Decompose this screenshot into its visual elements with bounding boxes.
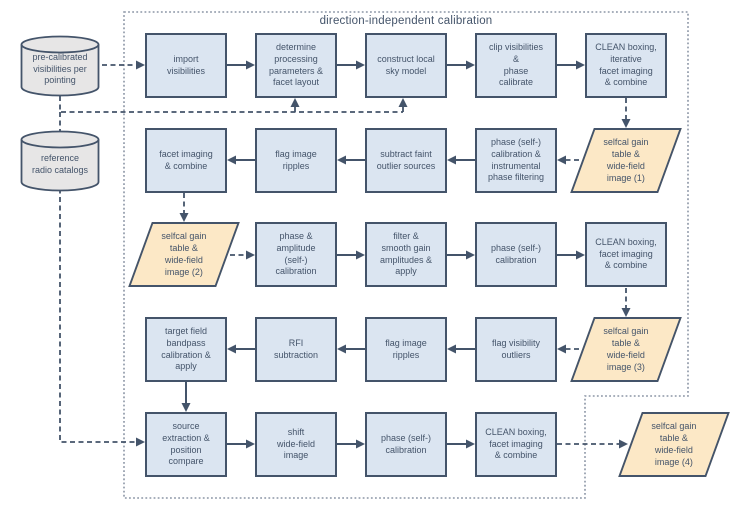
step-phase-selfcal-1: phase (self-) calibration [475, 222, 557, 287]
step-clip-phase-calibrate: clip visibilities & phase calibrate [475, 33, 557, 98]
step-label: CLEAN boxing, facet imaging & combine [485, 426, 547, 461]
datastore-label: pre-calibrated visibilities per pointing [32, 51, 88, 86]
diagram-title: direction-independent calibration [319, 15, 493, 27]
datastore-label: reference radio catalogs [31, 152, 89, 175]
step-label: clip visibilities & phase calibrate [488, 41, 543, 88]
step-filter-smooth-gains: filter & smooth gain amplitudes & apply [365, 222, 447, 287]
step-label: facet imaging & combine [159, 148, 213, 171]
step-label: flag image ripples [275, 148, 317, 171]
step-label: phase (self-) calibration [380, 432, 432, 455]
output-label: selfcal gain table & wide-field image (1… [603, 136, 649, 183]
cylinder-icon [20, 35, 100, 97]
step-rfi-subtraction: RFI subtraction [255, 317, 337, 382]
step-subtract-faint-outliers: subtract faint outlier sources [365, 128, 447, 193]
output-selfcal-image-4: selfcal gain table & wide-field image (4… [618, 412, 730, 477]
dashed-flow-arrows [59, 60, 631, 449]
step-shift-wide-field: shift wide-field image [255, 412, 337, 477]
step-label: phase (self-) calibration & instrumental… [487, 136, 545, 183]
output-selfcal-image-2: selfcal gain table & wide-field image (2… [128, 222, 240, 287]
datastore-precalibrated-visibilities: pre-calibrated visibilities per pointing [20, 35, 100, 97]
output-label: selfcal gain table & wide-field image (2… [161, 230, 207, 277]
step-import-visibilities: import visibilities [145, 33, 227, 98]
output-selfcal-image-3: selfcal gain table & wide-field image (3… [570, 317, 682, 382]
step-label: CLEAN boxing, facet imaging & combine [595, 236, 657, 271]
step-label: subtract faint outlier sources [376, 148, 436, 171]
step-label: CLEAN boxing, iterative facet imaging & … [595, 41, 657, 88]
output-label: selfcal gain table & wide-field image (3… [603, 325, 649, 372]
step-label: flag visibility outliers [491, 337, 540, 360]
step-label: import visibilities [166, 53, 205, 76]
datastore-reference-catalogs: reference radio catalogs [20, 130, 100, 192]
step-clean-boxing-iterative: CLEAN boxing, iterative facet imaging & … [585, 33, 667, 98]
output-label: selfcal gain table & wide-field image (4… [651, 420, 697, 467]
step-label: source extraction & position compare [162, 420, 210, 467]
output-selfcal-image-1: selfcal gain table & wide-field image (1… [570, 128, 682, 193]
step-label: phase (self-) calibration [490, 242, 542, 265]
cylinder-icon [20, 130, 100, 192]
step-flag-image-ripples-2: flag image ripples [365, 317, 447, 382]
step-phase-amplitude-selfcal: phase & amplitude (self-) calibration [255, 222, 337, 287]
solid-flow-arrows [181, 60, 585, 449]
step-label: filter & smooth gain amplitudes & apply [379, 230, 433, 277]
step-source-extraction: source extraction & position compare [145, 412, 227, 477]
step-clean-boxing-facet-1: CLEAN boxing, facet imaging & combine [585, 222, 667, 287]
step-label: RFI subtraction [273, 337, 319, 360]
step-phase-instrumental-filtering: phase (self-) calibration & instrumental… [475, 128, 557, 193]
step-flag-image-ripples-1: flag image ripples [255, 128, 337, 193]
step-clean-boxing-facet-2: CLEAN boxing, facet imaging & combine [475, 412, 557, 477]
step-label: target field bandpass calibration & appl… [161, 325, 211, 372]
step-construct-sky-model: construct local sky model [365, 33, 447, 98]
step-label: construct local sky model [377, 53, 435, 76]
step-label: shift wide-field image [276, 426, 316, 461]
step-phase-selfcal-2: phase (self-) calibration [365, 412, 447, 477]
step-label: flag image ripples [385, 337, 427, 360]
step-determine-parameters: determine processing parameters & facet … [255, 33, 337, 98]
step-target-field-bandpass: target field bandpass calibration & appl… [145, 317, 227, 382]
step-flag-visibility-outliers: flag visibility outliers [475, 317, 557, 382]
step-label: phase & amplitude (self-) calibration [275, 230, 317, 277]
step-label: determine processing parameters & facet … [268, 41, 324, 88]
step-facet-imaging-combine: facet imaging & combine [145, 128, 227, 193]
calibration-container-border [123, 11, 689, 499]
